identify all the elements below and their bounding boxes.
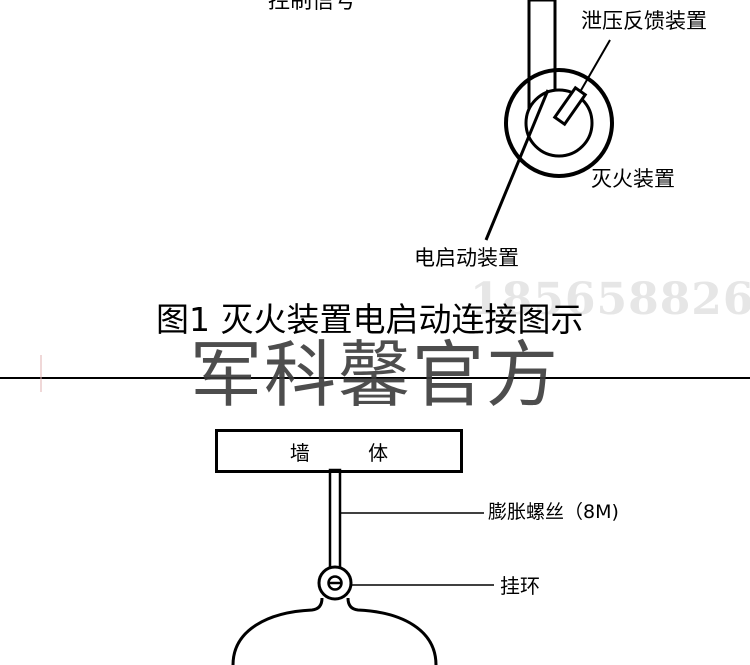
fire-device-label: 灭火装置: [591, 167, 675, 191]
expansion-bolt-label: 膨胀螺丝（8M): [488, 501, 619, 523]
wall-label: 墙 体: [289, 440, 415, 465]
hook-ring-label: 挂环: [500, 574, 540, 598]
pressure-relief-label: 泄压反馈装置: [581, 9, 707, 33]
fire-device-outer-circle: [504, 68, 614, 178]
hook-ring-inner: [327, 575, 343, 591]
electric-start-label: 电启动装置: [414, 246, 519, 270]
control-signal-label: 控制信号: [268, 0, 357, 14]
watermark-phone-number: 18565882627: [470, 274, 750, 325]
electric-start-leader: [484, 89, 550, 241]
wall-box: 墙 体: [215, 429, 463, 473]
figure-caption: 图1 灭火装置电启动连接图示: [156, 300, 584, 339]
watermark-brand: 军科馨官方: [190, 333, 561, 417]
expansion-bolt-rod: [328, 468, 342, 572]
pressure-relief-leader: [579, 39, 611, 93]
extinguisher-dome: [231, 597, 438, 665]
